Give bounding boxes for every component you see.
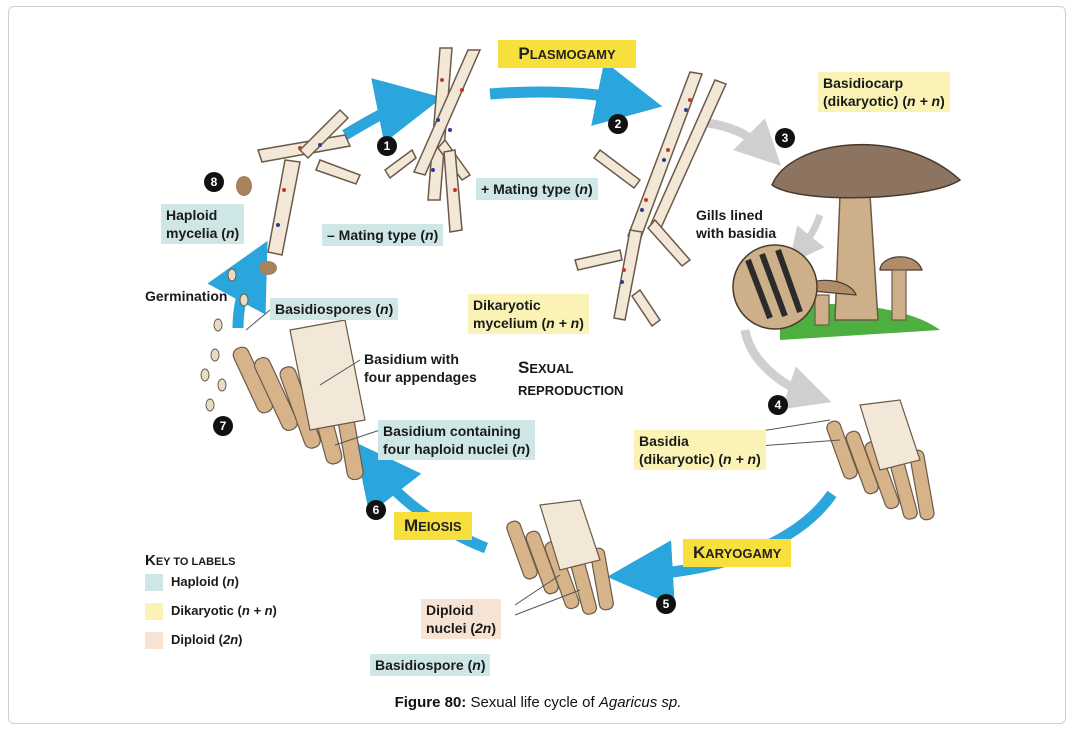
label-minus-mating-type: – Mating type (n) — [322, 224, 443, 246]
label-dikaryotic-mycelium: Dikaryotic mycelium (n + n) — [468, 294, 589, 334]
arrow-3-to-4 — [745, 330, 810, 395]
dikaryotic-mycelium — [575, 72, 726, 326]
label-haploid-mycelia: Haploid mycelia (n) — [161, 204, 244, 244]
key-title: KEY TO LABELS — [145, 552, 236, 569]
basidia-cluster-4 — [825, 400, 935, 521]
phase-plasmogamy: PLASMOGAMY — [498, 40, 636, 68]
step-1: 1 — [377, 136, 397, 156]
step-6: 6 — [366, 500, 386, 520]
step-4: 4 — [768, 395, 788, 415]
spore-8 — [236, 176, 252, 196]
label-sexual-reproduction: SEXUAL REPRODUCTION — [518, 359, 623, 400]
label-germination: Germination — [145, 287, 227, 305]
label-basidiospores: Basidiospores (n) — [270, 298, 398, 320]
label-diploid-nuclei: Diploid nuclei (2n) — [421, 599, 501, 639]
phase-meiosis: MEIOSIS — [394, 512, 472, 540]
key-dikaryotic: Dikaryotic (n + n) — [171, 603, 277, 618]
label-plus-mating-type: + Mating type (n) — [476, 178, 598, 200]
label-basidiocarp: Basidiocarp (dikaryotic) (n + n) — [818, 72, 950, 112]
gill-closeup — [733, 245, 817, 329]
step-2: 2 — [608, 114, 628, 134]
label-basidiospore: Basidiospore (n) — [370, 654, 490, 676]
key-haploid: Haploid (n) — [171, 574, 239, 589]
arrow-1-to-2 — [490, 92, 630, 100]
step-7: 7 — [213, 416, 233, 436]
label-basidium-containing: Basidium containing four haploid nuclei … — [378, 420, 535, 460]
label-basidium-appendages: Basidium with four appendages — [364, 350, 477, 386]
arrow-gills — [800, 215, 820, 250]
arrow-2-to-3 — [700, 122, 765, 150]
step-3: 3 — [775, 128, 795, 148]
step-5: 5 — [656, 594, 676, 614]
key-diploid: Diploid (2n) — [171, 632, 243, 647]
arrow-8-to-1 — [345, 104, 410, 135]
spore-germinating — [259, 261, 277, 275]
label-basidia: Basidia (dikaryotic) (n + n) — [634, 430, 766, 470]
key-swatch-dikaryotic — [145, 603, 163, 620]
key-swatch-diploid — [145, 632, 163, 649]
step-8: 8 — [204, 172, 224, 192]
mating-hyphae — [385, 48, 480, 232]
basidia-cluster-7 — [231, 320, 365, 481]
key-swatch-haploid — [145, 574, 163, 591]
label-gills: Gills lined with basidia — [696, 206, 776, 242]
figure-caption: Figure 80: Sexual life cycle of Agaricus… — [0, 694, 1076, 711]
phase-karyogamy: KARYOGAMY — [683, 539, 791, 567]
